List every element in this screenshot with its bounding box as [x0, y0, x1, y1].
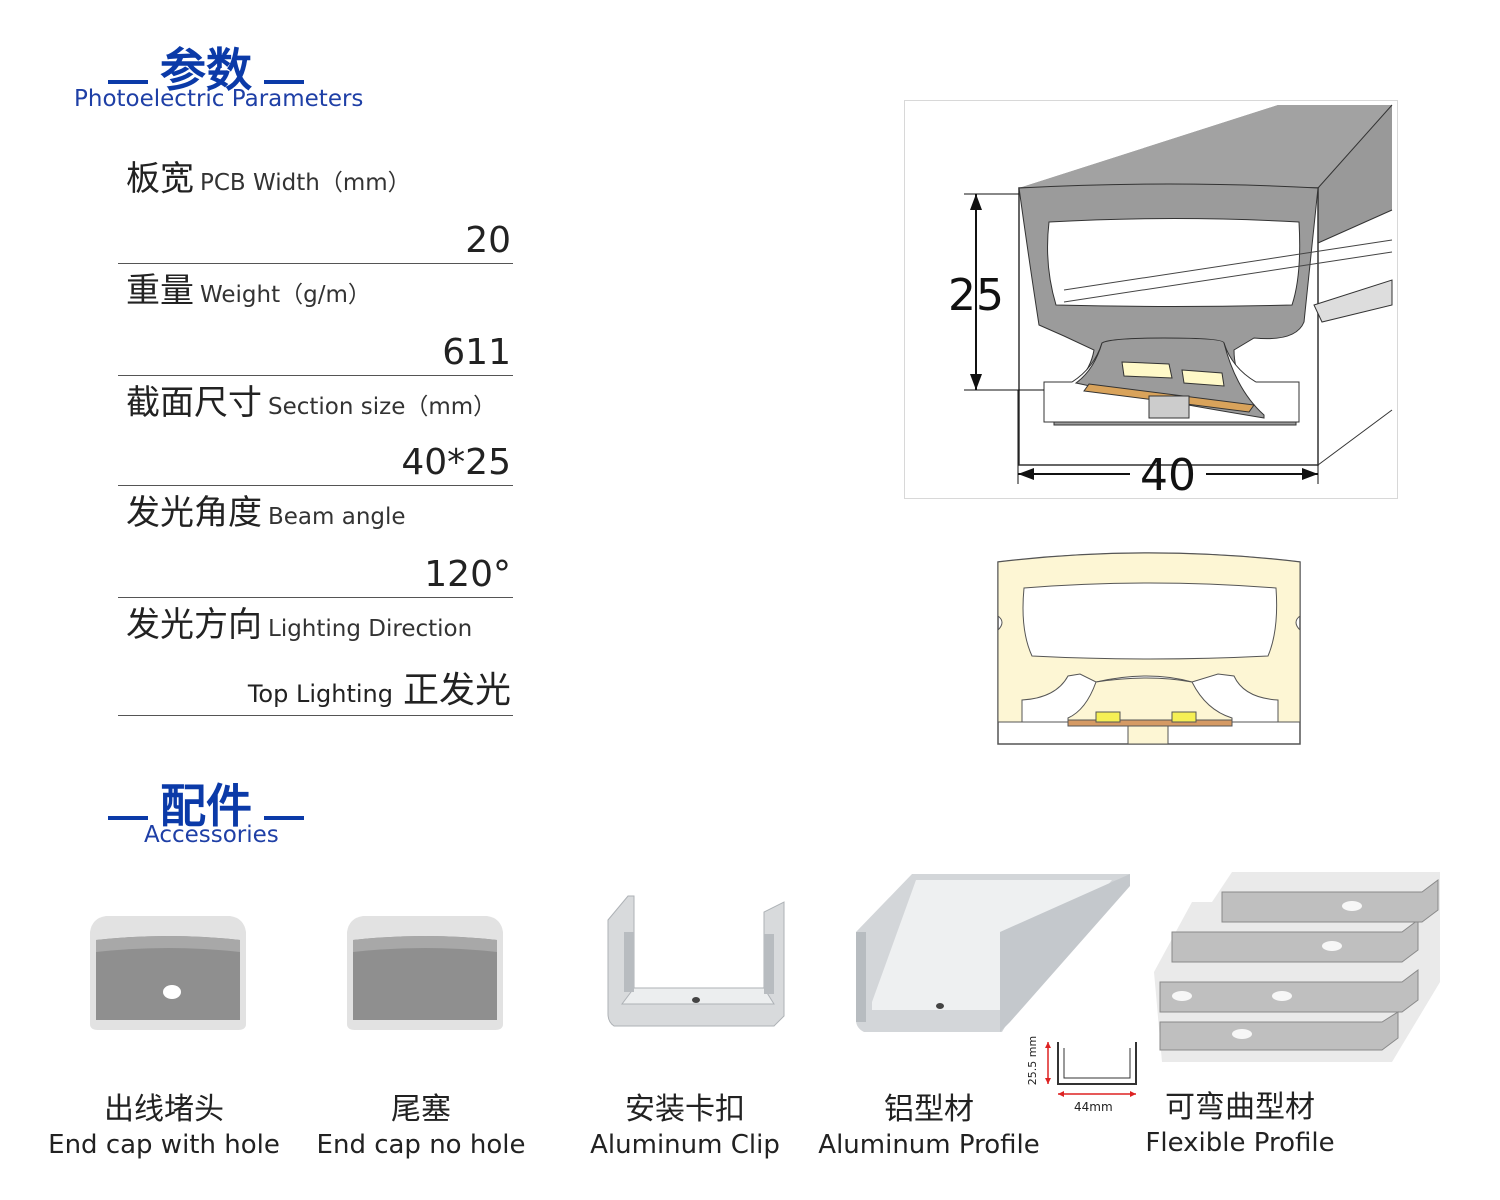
flexible-profile-image — [1152, 872, 1440, 1070]
param-label-en: Weight（g/m） — [200, 282, 371, 308]
section-3d-svg — [904, 100, 1398, 499]
param-value: 40*25 — [401, 442, 511, 483]
aluminum-profile-image — [852, 872, 1134, 1040]
accessory-end-cap-no-hole: 尾塞 End cap no hole — [306, 1084, 536, 1160]
param-label-en: Lighting Direction — [268, 616, 473, 642]
param-label-zh: 发光角度 — [126, 493, 262, 533]
section-lit-diagram — [996, 550, 1302, 746]
params-heading: 参数 — [108, 34, 316, 100]
accessories-title-en: Accessories — [144, 822, 279, 848]
accessory-label-zh: 可弯曲型材 — [1165, 1090, 1315, 1125]
param-label-zh: 截面尺寸 — [126, 383, 262, 423]
accessory-label-zh: 尾塞 — [391, 1092, 451, 1127]
accessory-flexible-profile: 可弯曲型材 Flexible Profile — [1140, 1082, 1340, 1158]
param-value: 120° — [424, 554, 511, 595]
profile-height-label: 25.5 mm — [1026, 1035, 1040, 1086]
accessory-end-cap-with-hole: 出线堵头 End cap with hole — [38, 1084, 290, 1160]
dash-right — [264, 79, 304, 84]
accessory-aluminum-clip: 安装卡扣 Aluminum Clip — [578, 1084, 792, 1160]
height-dimension-label: 25 — [948, 270, 1004, 321]
dash-left — [108, 79, 148, 84]
param-value: 正发光 — [402, 670, 511, 711]
end-cap-no-hole-image — [343, 912, 507, 1036]
param-value-en: Top Lighting — [247, 680, 393, 708]
section-lit-svg — [997, 552, 1301, 745]
param-label-zh: 重量 — [126, 271, 194, 311]
accessory-label-en: End cap with hole — [48, 1130, 280, 1160]
dash-left — [108, 815, 148, 820]
accessories-heading: 配件 — [108, 770, 316, 836]
accessory-label-zh: 铝型材 — [884, 1092, 974, 1127]
param-value: 611 — [442, 332, 511, 373]
accessory-aluminum-profile: 铝型材 Aluminum Profile — [816, 1084, 1042, 1160]
accessory-label-zh: 安装卡扣 — [625, 1092, 745, 1127]
section-3d-diagram: 25 40 — [904, 100, 1398, 501]
param-label-zh: 板宽 — [126, 159, 194, 199]
accessory-label-en: End cap no hole — [316, 1130, 526, 1160]
accessory-label-en: Aluminum Clip — [590, 1130, 780, 1160]
param-label-en: Section size（mm） — [268, 394, 497, 420]
params-title-en: Photoelectric Parameters — [74, 86, 364, 112]
accessories-title-zh: 配件 — [160, 779, 252, 833]
width-dimension-label: 40 — [1140, 450, 1196, 501]
param-label-en: Beam angle — [268, 504, 406, 530]
param-value: 20 — [465, 220, 511, 261]
accessory-label-en: Aluminum Profile — [818, 1130, 1040, 1160]
profile-dimension-drawing: 25.5 mm 44mm — [1022, 1034, 1142, 1116]
end-cap-with-hole-image — [86, 912, 250, 1036]
params-title-zh: 参数 — [160, 43, 252, 97]
aluminum-clip-image — [604, 892, 788, 1036]
param-label-en: PCB Width（mm） — [200, 170, 411, 196]
accessory-label-en: Flexible Profile — [1145, 1128, 1335, 1158]
dash-right — [264, 815, 304, 820]
param-label-zh: 发光方向 — [126, 605, 262, 645]
accessory-label-zh: 出线堵头 — [104, 1092, 224, 1127]
profile-width-label: 44mm — [1074, 1100, 1113, 1114]
